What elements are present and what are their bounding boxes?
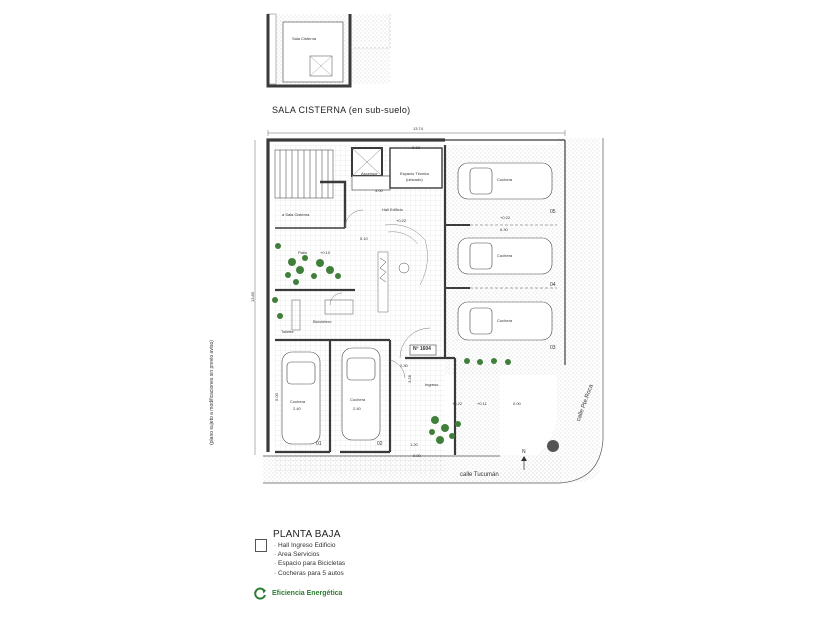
sala-cisterna-title: SALA CISTERNA (en sub-suelo) bbox=[272, 105, 411, 115]
parking-number-04: 04 bbox=[550, 282, 556, 288]
hall-feature bbox=[384, 224, 428, 286]
dim-328: 3.28 bbox=[406, 375, 412, 383]
north-arrow-icon bbox=[521, 456, 527, 470]
efficiency-label: Eficiencia Energética bbox=[272, 590, 343, 597]
level-patio: +0.10 bbox=[320, 250, 331, 255]
room-sala-cisterna-access: a Sala Cisterna bbox=[282, 212, 310, 217]
level-ingreso-b: +0.11 bbox=[477, 401, 487, 406]
level-ingreso-a: +0.22 bbox=[452, 401, 463, 406]
room-hall: Hall Edificio bbox=[382, 207, 403, 212]
level-hall: +0.22 bbox=[396, 218, 407, 223]
level-vereda: 0.00 bbox=[413, 453, 421, 458]
stairs bbox=[274, 149, 334, 199]
parking-number-03: 03 bbox=[550, 345, 556, 351]
dim-300: 3.00 bbox=[375, 188, 383, 193]
side-note: (plano sujeto a modificaciones sin previ… bbox=[208, 340, 215, 445]
parking-label-03: Cochera bbox=[497, 318, 513, 323]
dim-230: 2.30 bbox=[400, 363, 408, 368]
outer-walls bbox=[266, 138, 566, 452]
sala-cisterna-plan bbox=[266, 13, 391, 88]
legend-item: Espacio para Bicicletas bbox=[274, 559, 345, 568]
parking-number-01: 01 bbox=[316, 441, 322, 447]
legend-item: Hall Ingreso Edificio bbox=[274, 541, 345, 550]
street-number: Nº 1604 bbox=[413, 346, 431, 352]
recycle-arrow-icon bbox=[254, 587, 266, 600]
parking-label-04: Cochera bbox=[497, 253, 513, 258]
room-patio: Patio bbox=[298, 250, 308, 255]
dim-120: 1.20 bbox=[410, 442, 418, 447]
room-espacio-tecnico: Espacio Técnico bbox=[400, 171, 430, 176]
dim-510: 5.10 bbox=[360, 236, 368, 241]
legend-item: Area Servicios bbox=[274, 550, 345, 559]
parking-label-01: Cochera bbox=[290, 399, 306, 404]
cars bbox=[281, 162, 553, 445]
tree-pit bbox=[547, 440, 559, 452]
parking-dim-02: 2.40 bbox=[353, 406, 361, 411]
north-label: N bbox=[522, 449, 526, 455]
parking-number-02: 02 bbox=[377, 441, 383, 447]
technical-space bbox=[389, 147, 443, 189]
planta-baja-title: PLANTA BAJA bbox=[273, 529, 341, 540]
legend-item: Cocheras para 5 autos bbox=[274, 569, 345, 578]
sala-cisterna-room-label: Sala Cisterna bbox=[292, 36, 317, 41]
level-acera: 0.00 bbox=[513, 401, 521, 406]
parking-dim-01: 2.40 bbox=[293, 406, 301, 411]
room-ingreso: Ingreso bbox=[425, 382, 439, 387]
sidewalk-corner bbox=[500, 138, 600, 484]
level-cochera-05: +0.22 bbox=[500, 215, 511, 220]
room-espacio-tecnico-sub: (ubicado) bbox=[406, 177, 423, 182]
dim-total-width: 13.74 bbox=[413, 126, 424, 131]
room-ascensor: Ascensor bbox=[361, 171, 378, 176]
elevator-shaft bbox=[351, 147, 391, 191]
legend-box bbox=[255, 539, 267, 552]
dim-318: 3.18 bbox=[412, 145, 420, 150]
dim-630: 6.30 bbox=[500, 227, 508, 232]
dim-total-depth: 13.80 bbox=[250, 291, 256, 303]
room-toilette: Toilette bbox=[281, 329, 294, 334]
planta-baja-items: Hall Ingreso Edificio Area Servicios Esp… bbox=[274, 541, 346, 578]
street-south: calle Tucumán bbox=[460, 472, 499, 478]
dim-500: 5.00 bbox=[273, 393, 279, 401]
room-bicicletero: Bicicletero bbox=[313, 319, 332, 324]
parking-number-05: 05 bbox=[550, 209, 556, 215]
parking-label-05: Cochera bbox=[497, 177, 513, 182]
vegetation bbox=[272, 243, 511, 444]
parking-label-02: Cochera bbox=[350, 397, 366, 402]
